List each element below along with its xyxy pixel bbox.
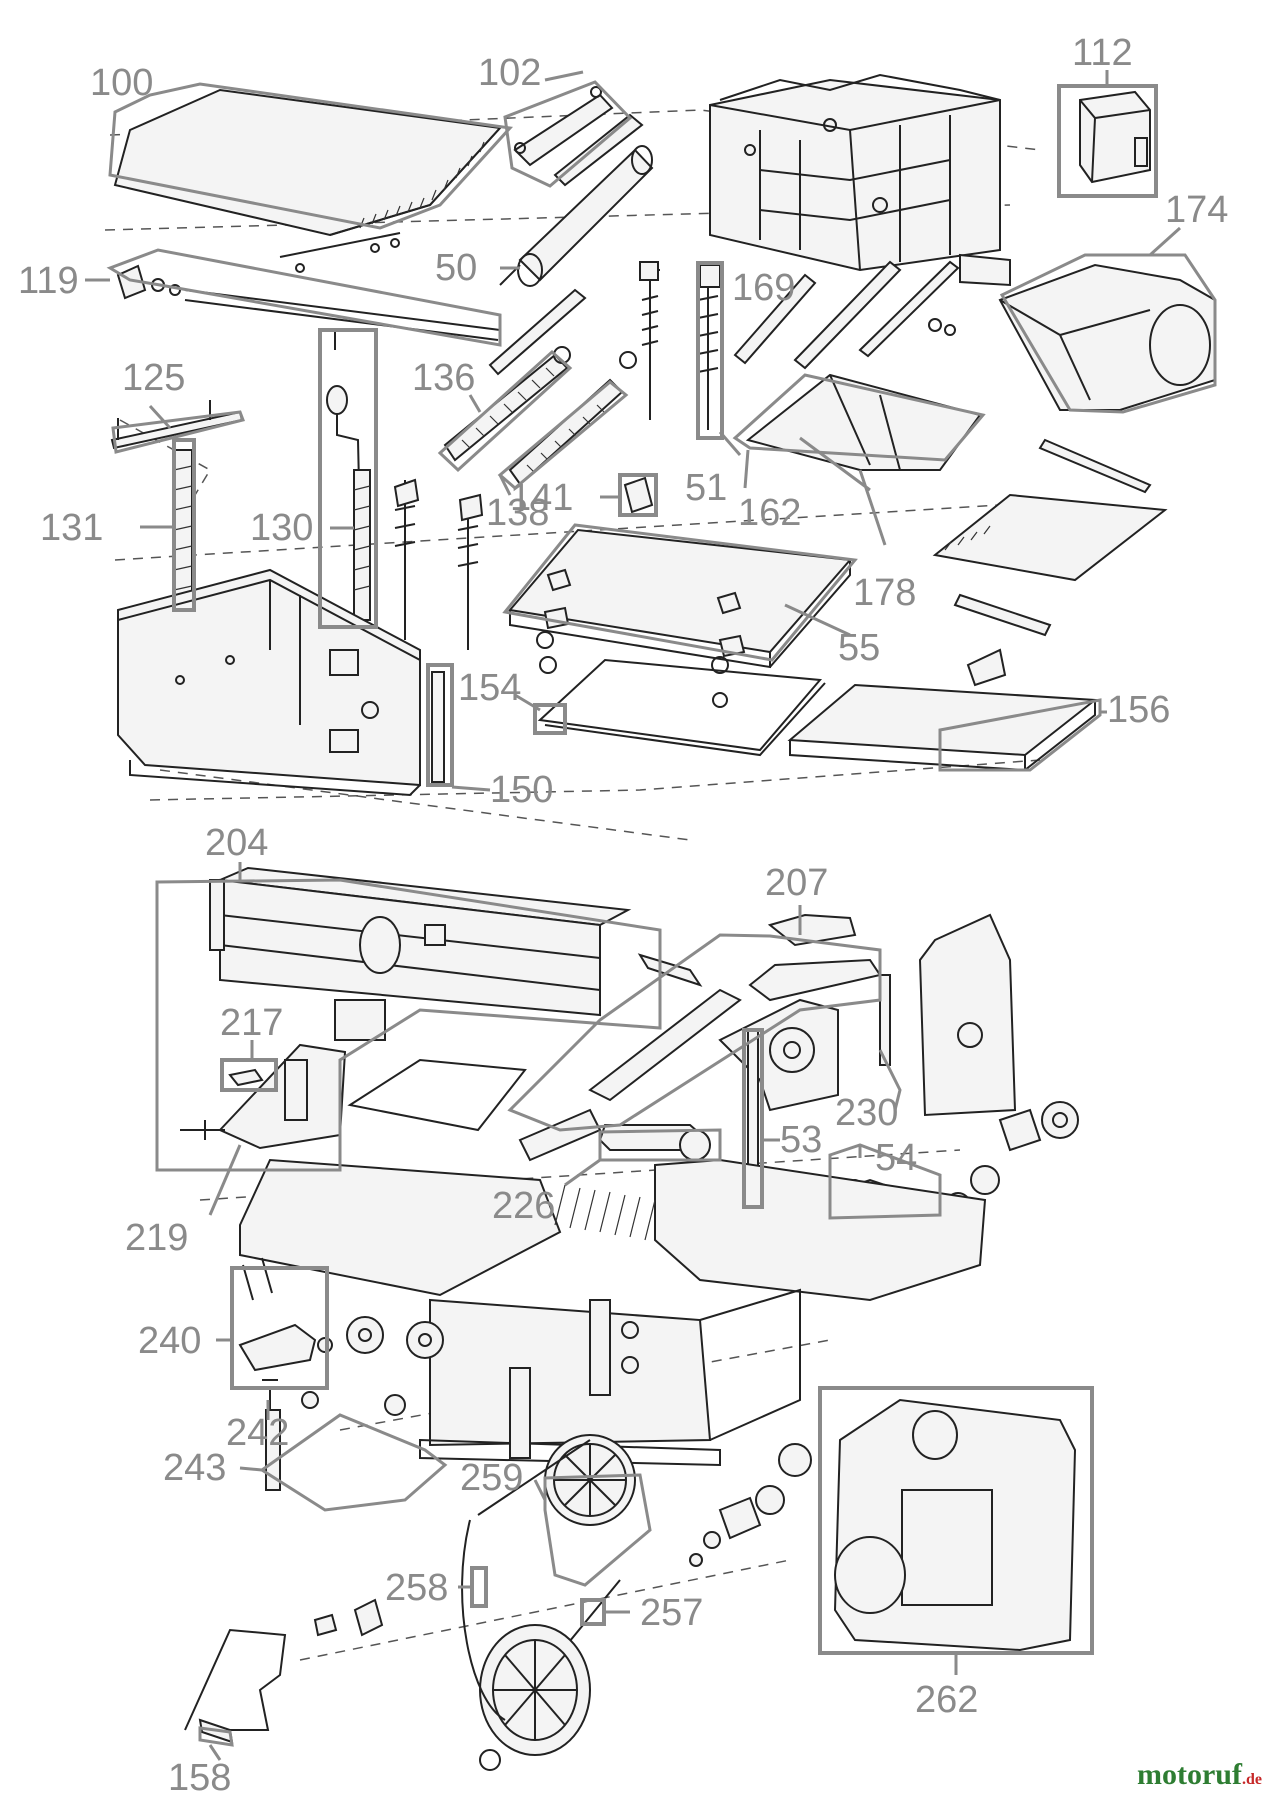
part-label-262: 262	[915, 1679, 978, 1721]
part-label-242: 242	[226, 1412, 289, 1454]
part-label-259: 259	[460, 1457, 523, 1499]
part-label-219: 219	[125, 1217, 188, 1259]
part-label-51: 51	[685, 467, 727, 509]
belt-pulley-part	[461, 1434, 636, 1771]
part-label-169: 169	[732, 267, 795, 309]
part-label-217: 217	[220, 1002, 283, 1044]
switch-box-part	[1079, 90, 1151, 184]
planer-table-part	[508, 528, 853, 669]
part-label-174: 174	[1165, 189, 1228, 231]
part-label-131: 131	[40, 507, 103, 549]
brand-watermark: motoruf.de	[1137, 1758, 1262, 1792]
slide-block-part	[623, 476, 654, 514]
handwheel-set-part	[301, 1316, 444, 1416]
part-label-136: 136	[412, 357, 475, 399]
part-label-130: 130	[250, 507, 313, 549]
part-label-112: 112	[1072, 32, 1133, 74]
rod-part	[116, 264, 501, 341]
crank-column-part	[326, 329, 371, 621]
fence-part	[209, 866, 632, 1041]
part-label-141: 141	[510, 477, 573, 519]
part-label-50: 50	[435, 247, 477, 289]
brand-name: motoruf	[1137, 1758, 1242, 1791]
callout-leaders	[85, 70, 1217, 1761]
part-label-138: 138	[486, 492, 549, 534]
part-label-240: 240	[138, 1320, 201, 1362]
planer-base-frame-part	[709, 73, 1011, 287]
cutter-block-part	[499, 145, 654, 287]
outfeed-table-part	[932, 438, 1168, 687]
spring-stacks-part	[393, 261, 721, 650]
threaded-column-part	[173, 449, 193, 611]
part-number-labels: 100 102 112 174 119 50 169 125 136 130 1…	[18, 32, 1228, 1799]
knife-cover-part	[513, 86, 644, 187]
part-label-125: 125	[122, 357, 185, 399]
infeed-roller-part	[443, 346, 571, 462]
infeed-table-part	[113, 88, 503, 273]
part-label-156: 156	[1107, 689, 1170, 731]
part-label-226: 226	[492, 1185, 555, 1227]
chip-hood-part	[998, 263, 1216, 411]
part-label-158: 158	[168, 1757, 231, 1799]
part-label-150: 150	[490, 769, 553, 811]
part-label-154: 154	[458, 667, 521, 709]
extension-table-part	[787, 683, 1098, 772]
table-plate-part	[347, 1058, 527, 1132]
part-label-102: 102	[478, 52, 541, 94]
part-label-207: 207	[765, 862, 828, 904]
part-label-243: 243	[163, 1447, 226, 1489]
part-label-258: 258	[385, 1567, 448, 1609]
dust-tower-part	[918, 913, 1079, 1218]
jointer-body-part	[239, 1158, 987, 1467]
brand-suffix: .de	[1242, 1771, 1262, 1788]
part-label-55: 55	[838, 627, 880, 669]
part-label-230: 230	[835, 1092, 898, 1134]
fence-bracket-part	[180, 1043, 347, 1150]
part-label-162: 162	[738, 492, 801, 534]
feed-roller-part	[733, 260, 960, 370]
part-label-257: 257	[640, 1592, 703, 1634]
part-label-53: 53	[780, 1119, 822, 1161]
guard-arm-part	[518, 1108, 711, 1162]
motor-cover-part	[833, 1398, 1077, 1652]
blade-guard-part	[588, 913, 891, 1112]
part-label-54: 54	[875, 1137, 917, 1179]
machine-body-part	[117, 568, 421, 797]
part-label-100: 100	[90, 62, 153, 104]
part-label-119: 119	[18, 260, 79, 302]
part-label-204: 204	[205, 822, 268, 864]
motor-pulley-part	[689, 1443, 812, 1567]
part-label-178: 178	[853, 572, 916, 614]
mounting-strip-part	[431, 671, 445, 783]
base-plate-part	[536, 631, 826, 757]
